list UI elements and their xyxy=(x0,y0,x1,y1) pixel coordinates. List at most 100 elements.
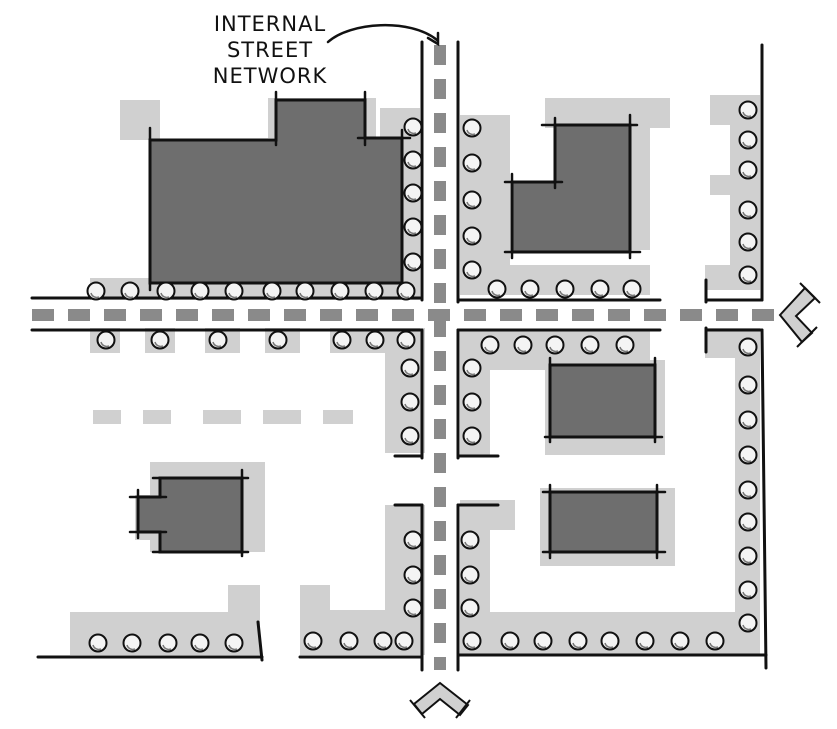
tree-shading xyxy=(619,346,629,353)
tree-shading xyxy=(517,346,527,353)
setback-zone xyxy=(228,585,260,625)
tree-shading xyxy=(400,292,410,299)
setback-zone xyxy=(120,100,160,140)
tree-shading xyxy=(549,346,559,353)
tree-shading xyxy=(299,292,309,299)
tree-shading xyxy=(466,129,476,136)
setback-zone xyxy=(263,410,301,424)
building-footprint xyxy=(510,123,632,254)
setback-zone xyxy=(630,125,650,250)
tree-shading xyxy=(742,243,752,250)
tree-shading xyxy=(742,111,752,118)
tree-shading xyxy=(334,292,344,299)
tree-shading xyxy=(466,403,476,410)
tree-shading xyxy=(212,341,222,348)
tree-shading xyxy=(160,292,170,299)
tick xyxy=(796,326,818,348)
tree-shading xyxy=(228,292,238,299)
setback-zone xyxy=(710,175,740,195)
annotation-line-1: INTERNAL xyxy=(213,12,327,36)
street-centerlines xyxy=(32,45,780,670)
tree-shading xyxy=(398,642,408,649)
leader-arrowhead xyxy=(426,31,440,47)
tree-shading xyxy=(604,642,614,649)
tree-shading xyxy=(377,642,387,649)
tree-shading xyxy=(336,341,346,348)
tree-shading xyxy=(524,290,534,297)
tree-shading xyxy=(466,237,476,244)
tree-shading xyxy=(400,341,410,348)
tree-shading xyxy=(674,642,684,649)
tree-shading xyxy=(742,624,752,631)
tree-shading xyxy=(407,263,417,270)
tree-shading xyxy=(126,644,136,651)
tree-shading xyxy=(307,642,317,649)
tree-shading xyxy=(407,194,417,201)
tree-shading xyxy=(266,292,276,299)
buildings xyxy=(136,98,659,554)
tree-shading xyxy=(594,290,604,297)
tree-shading xyxy=(407,609,417,616)
tree-shading xyxy=(491,290,501,297)
tree-shading xyxy=(464,541,474,548)
tree-shading xyxy=(466,271,476,278)
tick xyxy=(409,699,426,719)
tree-shading xyxy=(272,341,282,348)
tree-shading xyxy=(742,591,752,598)
tree-shading xyxy=(228,644,238,651)
tick xyxy=(799,282,821,304)
tree-shading xyxy=(90,292,100,299)
building-footprint xyxy=(548,363,657,439)
tick xyxy=(455,699,471,719)
tree-shading xyxy=(504,642,514,649)
building-footprint xyxy=(548,490,659,554)
setback-zone xyxy=(93,410,121,424)
tree-shading xyxy=(194,644,204,651)
tree-shading xyxy=(709,642,719,649)
tree-shading xyxy=(742,557,752,564)
tree-shading xyxy=(343,642,353,649)
tree-shading xyxy=(369,341,379,348)
tree-shading xyxy=(92,644,102,651)
tree-shading xyxy=(464,576,474,583)
tree-shading xyxy=(407,576,417,583)
tree-shading xyxy=(466,437,476,444)
tree-shading xyxy=(368,292,378,299)
entry-arrows xyxy=(409,282,821,719)
street-edges xyxy=(30,40,768,672)
tree-shading xyxy=(626,290,636,297)
tree-shading xyxy=(742,211,752,218)
tree-shading xyxy=(162,644,172,651)
tree-shading xyxy=(742,141,752,148)
tree-shading xyxy=(742,421,752,428)
tree-shading xyxy=(639,642,649,649)
tree-shading xyxy=(407,161,417,168)
street-edge xyxy=(256,620,264,662)
tree-shading xyxy=(407,228,417,235)
tree-shading xyxy=(484,346,494,353)
setback-zone xyxy=(323,410,353,424)
tree-shading xyxy=(466,201,476,208)
tree-shading xyxy=(537,642,547,649)
tree-shading xyxy=(742,348,752,355)
tree-shading xyxy=(466,164,476,171)
tree-shading xyxy=(154,341,164,348)
tree-shading xyxy=(742,491,752,498)
annotation-line-3: NETWORK xyxy=(212,64,328,88)
tree-shading xyxy=(100,341,110,348)
setback-zone xyxy=(143,410,171,424)
leader-arrow xyxy=(326,24,439,44)
tree-shading xyxy=(572,642,582,649)
tree-shading xyxy=(742,171,752,178)
tree-shading xyxy=(742,386,752,393)
setback-zone xyxy=(203,410,241,424)
sketch-ticks xyxy=(128,90,667,560)
tree-shading xyxy=(464,609,474,616)
annotation-line-2: STREET xyxy=(226,38,314,62)
tree-shading xyxy=(404,437,414,444)
tree-shading xyxy=(742,276,752,283)
tree-shading xyxy=(466,369,476,376)
tree-shading xyxy=(407,128,417,135)
entry-arrow-icon xyxy=(412,681,470,717)
